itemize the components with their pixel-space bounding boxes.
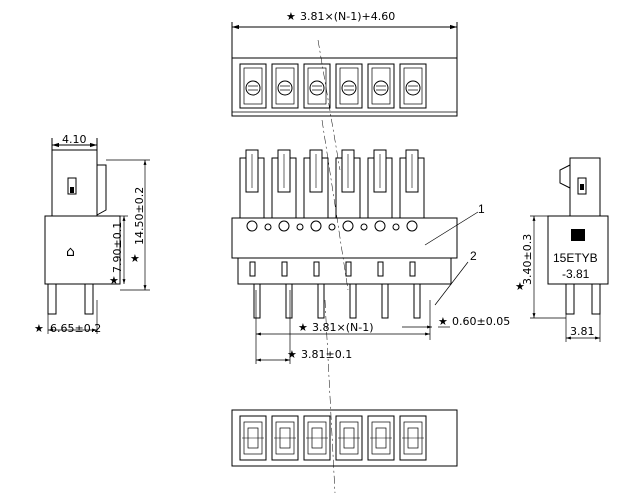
pin — [413, 283, 421, 319]
center-line — [317, 39, 341, 171]
front-lower-block — [237, 257, 452, 285]
dim-pin-size: 0.60±0.05 — [452, 315, 510, 328]
right-pin-left — [565, 283, 575, 315]
side-pin-left — [47, 283, 57, 315]
label-line1: 15ETYB — [553, 251, 598, 265]
pin-slot — [345, 261, 352, 277]
callout-2: 2 — [470, 249, 477, 263]
screw-icon — [245, 80, 261, 96]
star-icon: ★ — [286, 10, 296, 23]
star-icon: ★ — [298, 321, 308, 334]
bottom-view — [231, 409, 458, 467]
small-hole-icon — [392, 223, 400, 231]
front-view: 1 2 ★ 0.60±0.05 ★ 3.81×(N-1) ★ 3.81±0.1 — [231, 149, 510, 364]
pin-slot — [409, 261, 416, 277]
top-view-cells — [239, 63, 427, 109]
label-square-icon — [571, 229, 585, 241]
star-icon: ★ — [515, 280, 525, 293]
dim-pin-offset: 6.65±0.2 — [50, 322, 101, 335]
front-holes — [246, 220, 418, 232]
small-hole-icon — [264, 223, 272, 231]
dim-height-body: 7.90±0.1 — [111, 222, 124, 273]
front-upper-section — [239, 149, 425, 219]
small-hole-icon — [296, 223, 304, 231]
front-pins — [249, 261, 421, 319]
center-line — [324, 299, 336, 493]
top-cell-inner — [371, 67, 391, 105]
pin — [285, 283, 293, 319]
small-hole-icon — [328, 223, 336, 231]
star-icon: ★ — [438, 315, 448, 328]
screw-icon — [309, 80, 325, 96]
wire-hole-icon — [310, 220, 322, 232]
star-icon: ★ — [109, 274, 119, 287]
pin — [381, 283, 389, 319]
dim-pitch: 3.81±0.1 — [301, 348, 352, 361]
top-view: ★ 3.81×(N-1)+4.60 — [231, 10, 458, 117]
top-cell-inner — [403, 67, 423, 105]
dim-height-total: 14.50±0.2 — [133, 187, 146, 245]
dim-overall-width: 3.81×(N-1)+4.60 — [300, 10, 395, 23]
pin-slot — [377, 261, 384, 277]
pin-slot — [313, 261, 320, 277]
star-icon: ★ — [287, 348, 297, 361]
star-icon: ★ — [130, 252, 140, 265]
wire-hole-icon — [342, 220, 354, 232]
bottom-view-cells — [239, 415, 427, 461]
top-cell-inner — [339, 67, 359, 105]
dim-pitch-span: 3.81×(N-1) — [312, 321, 374, 334]
callout-1: 1 — [478, 202, 485, 216]
wire-hole-icon — [246, 220, 258, 232]
pin — [317, 283, 325, 319]
screw-icon — [277, 80, 293, 96]
top-cell-inner — [275, 67, 295, 105]
side-pin-right — [84, 283, 94, 315]
star-icon: ★ — [34, 322, 44, 335]
wire-hole-icon — [278, 220, 290, 232]
pin — [349, 283, 357, 319]
screw-icon — [405, 80, 421, 96]
top-cell-inner — [243, 67, 263, 105]
center-line — [321, 119, 349, 291]
right-pin-right — [591, 283, 601, 315]
pin — [253, 283, 261, 319]
wire-hole-icon — [406, 220, 418, 232]
pin-slot — [249, 261, 256, 277]
right-side-view: 15ETYB -3.81 3.40±0.3 ★ 3.81 — [515, 157, 609, 342]
pin-slot — [281, 261, 288, 277]
right-side-body — [547, 215, 609, 285]
top-cell-inner — [307, 67, 327, 105]
label-line2: -3.81 — [562, 267, 590, 281]
small-hole-icon — [360, 223, 368, 231]
screw-icon — [341, 80, 357, 96]
wire-hole-icon — [374, 220, 386, 232]
dim-right-width: 3.81 — [570, 325, 595, 338]
center-lines — [317, 39, 349, 493]
logo-icon: ⌂ — [66, 244, 75, 260]
dim-side-width: 4.10 — [62, 133, 87, 146]
screw-icon — [373, 80, 389, 96]
dim-right-height: 3.40±0.3 — [521, 234, 534, 285]
side-body — [44, 215, 121, 285]
left-side-view: 4.10 ⌂ 14.50±0.2 ★ 7.90±0.1 ★ ★ 6.65±0.2 — [34, 133, 150, 335]
